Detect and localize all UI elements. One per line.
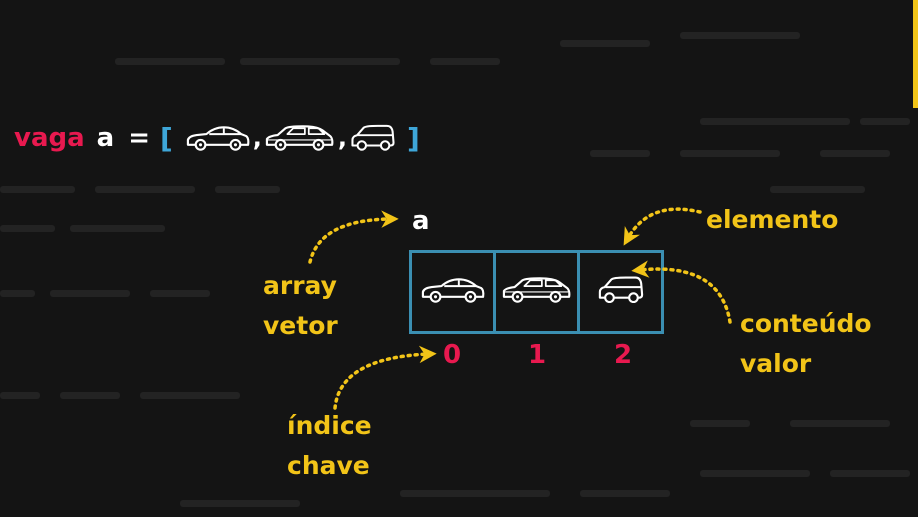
array-label-line1: array [263, 271, 337, 300]
open-bracket: [ [160, 121, 173, 155]
keyword-vaga: vaga [14, 123, 85, 153]
index-label-0: 0 [442, 340, 462, 370]
array-cell-1 [493, 253, 577, 331]
array-arrow [308, 210, 399, 264]
index-label-2: 2 [613, 340, 633, 370]
array-cell-2 [577, 253, 661, 331]
content-label: conteúdo valor [740, 304, 872, 384]
code-declaration: vaga a = [ , , ] [14, 118, 420, 158]
array-label: array vetor [263, 266, 338, 346]
array-label-line2: vetor [263, 311, 338, 340]
comma-separator: , [252, 124, 262, 152]
index-label-1: 1 [527, 340, 547, 370]
index-label-line2: chave [287, 451, 370, 480]
content-arrow [631, 260, 732, 324]
element-arrow [623, 207, 702, 246]
array-box [409, 250, 664, 334]
variable-name: a [96, 123, 115, 153]
equals-sign: = [128, 123, 150, 153]
element-label: elemento [706, 205, 839, 234]
close-bracket: ] [407, 121, 420, 155]
array-name: a [412, 206, 430, 236]
index-arrow [333, 345, 437, 410]
content-label-line1: conteúdo [740, 309, 872, 338]
index-label: índice chave [287, 406, 372, 486]
index-label-line1: índice [287, 411, 372, 440]
content-label-line2: valor [740, 349, 812, 378]
accent-bar [913, 0, 918, 108]
comma-separator: , [337, 124, 348, 152]
